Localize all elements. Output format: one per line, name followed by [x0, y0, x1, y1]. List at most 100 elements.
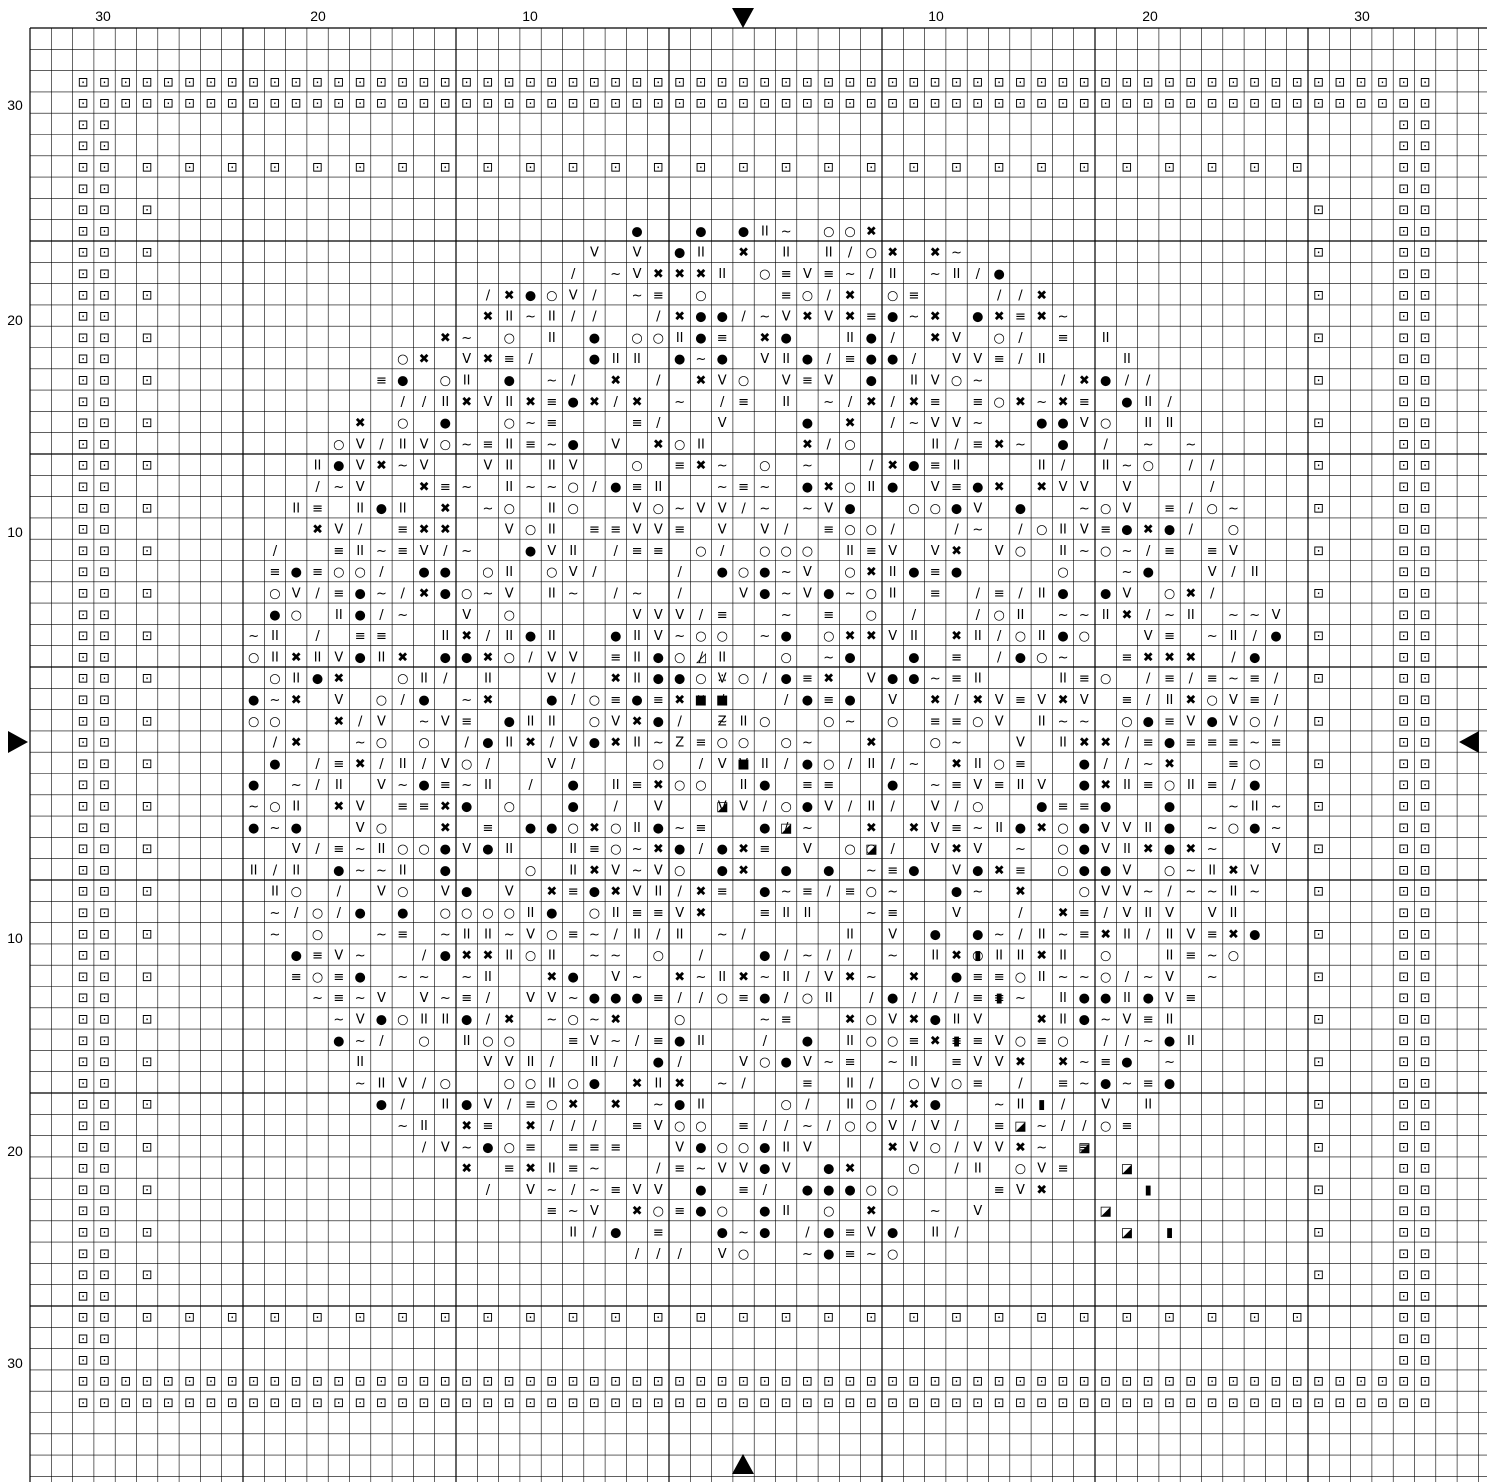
stitch-symbol: ○ — [844, 842, 855, 857]
stitch-symbol: ⊡ — [99, 139, 110, 154]
stitch-symbol: ~ — [1058, 714, 1069, 729]
stitch-symbol: V — [1122, 885, 1131, 900]
stitch-symbol: V — [888, 927, 897, 942]
stitch-symbol: V — [952, 906, 961, 921]
stitch-symbol: II — [271, 650, 279, 665]
stitch-symbol: ⊡ — [1271, 97, 1282, 112]
stitch-symbol: ⊡ — [78, 714, 89, 729]
stitch-symbol: ∴ — [654, 672, 662, 687]
stitch-symbol: ○ — [993, 608, 1004, 623]
stitch-symbol: V — [1059, 480, 1068, 495]
stitch-symbol: ~ — [397, 778, 408, 793]
stitch-symbol: ⊡ — [1100, 97, 1111, 112]
stitch-symbol: ⊡ — [312, 75, 323, 90]
stitch-symbol: ● — [1079, 757, 1090, 772]
stitch-symbol: ⊡ — [1398, 736, 1409, 751]
stitch-symbol: ~ — [1121, 544, 1132, 559]
stitch-symbol: II — [527, 906, 535, 921]
stitch-symbol: ≡ — [972, 395, 983, 410]
stitch-symbol: ⊡ — [397, 75, 408, 90]
stitch-symbol: ⊡ — [994, 1311, 1005, 1326]
stitch-symbol: ≡ — [1058, 1162, 1069, 1177]
stitch-symbol: / — [1125, 970, 1130, 985]
stitch-symbol: ~ — [1036, 395, 1047, 410]
stitch-symbol: ⊡ — [1420, 650, 1431, 665]
stitch-symbol: ✖ — [930, 246, 941, 261]
stitch-symbol: II — [378, 1076, 386, 1091]
stitch-symbol: ○ — [589, 693, 600, 708]
stitch-symbol: ● — [653, 650, 664, 665]
stitch-symbol: II — [505, 842, 513, 857]
stitch-symbol: ● — [695, 224, 706, 239]
stitch-symbol: ≡ — [632, 778, 643, 793]
stitch-symbol: ≡ — [781, 1012, 792, 1027]
stitch-symbol: ≡ — [845, 1247, 856, 1262]
stitch-symbol: ⊡ — [291, 75, 302, 90]
stitch-symbol: ⊡ — [397, 97, 408, 112]
stitch-symbol: II — [1166, 927, 1174, 942]
stitch-symbol: / — [656, 373, 661, 388]
stitch-symbol: II — [1166, 693, 1174, 708]
stitch-symbol: ⊡ — [227, 1396, 238, 1411]
stitch-symbol: II — [782, 970, 790, 985]
stitch-symbol: ⊡ — [142, 927, 153, 942]
stitch-symbol: ● — [759, 949, 770, 964]
stitch-symbol: ⊡ — [78, 459, 89, 474]
stitch-symbol: ≡ — [376, 373, 387, 388]
stitch-symbol: V — [569, 288, 578, 303]
stitch-symbol: V — [420, 437, 429, 452]
stitch-symbol: ○ — [844, 437, 855, 452]
stitch-symbol: II — [569, 1225, 577, 1240]
stitch-symbol: ⊡ — [78, 75, 89, 90]
stitch-symbol: V — [590, 1204, 599, 1219]
stitch-symbol: ⊡ — [1292, 1311, 1303, 1326]
stitch-symbol: V — [952, 416, 961, 431]
stitch-symbol: ⊡ — [1398, 416, 1409, 431]
stitch-symbol: ⊡ — [440, 160, 451, 175]
stitch-symbol: ● — [844, 650, 855, 665]
stitch-symbol: V — [526, 927, 535, 942]
stitch-symbol: ⊡ — [1420, 714, 1431, 729]
stitch-symbol: ≡ — [1164, 544, 1175, 559]
stitch-symbol: ~ — [994, 927, 1005, 942]
stitch-symbol: ⊡ — [419, 1396, 430, 1411]
stitch-symbol: ⊡ — [738, 1396, 749, 1411]
stitch-symbol: ⊡ — [1356, 1396, 1367, 1411]
stitch-symbol: ⊡ — [546, 97, 557, 112]
stitch-symbol: ○ — [780, 799, 791, 814]
stitch-symbol: ● — [461, 650, 472, 665]
stitch-symbol: ⊡ — [99, 927, 110, 942]
stitch-symbol: ⊡ — [1420, 395, 1431, 410]
stitch-symbol: ⊡ — [1164, 97, 1175, 112]
stitch-symbol: ⊡ — [99, 672, 110, 687]
stitch-symbol: ○ — [993, 757, 1004, 772]
stitch-symbol: ≡ — [376, 629, 387, 644]
stitch-symbol: ≡ — [1185, 949, 1196, 964]
stitch-symbol: ⊡ — [120, 97, 131, 112]
stitch-symbol: ⊡ — [78, 1183, 89, 1198]
stitch-symbol: V — [398, 1076, 407, 1091]
stitch-symbol: ● — [972, 310, 983, 325]
stitch-symbol: ● — [695, 331, 706, 346]
stitch-symbol: ⊡ — [1420, 1076, 1431, 1091]
stitch-symbol: ⊡ — [78, 927, 89, 942]
stitch-symbol: ⊡ — [887, 1396, 898, 1411]
stitch-symbol: ~ — [589, 949, 600, 964]
stitch-symbol: ⊡ — [99, 1375, 110, 1390]
stitch-symbol: V — [1272, 608, 1281, 623]
stitch-symbol: II — [335, 608, 343, 623]
stitch-symbol: ≡ — [1058, 799, 1069, 814]
stitch-symbol: / — [656, 1162, 661, 1177]
stitch-symbol: ○ — [312, 906, 323, 921]
stitch-symbol: ~ — [1207, 970, 1218, 985]
stitch-symbol: ≡ — [866, 544, 877, 559]
stitch-symbol: ⊡ — [823, 1375, 834, 1390]
stitch-symbol: ○ — [866, 1034, 877, 1049]
stitch-symbol: ✖ — [589, 863, 600, 878]
stitch-symbol: ≡ — [291, 970, 302, 985]
stitch-symbol: ⊡ — [1420, 331, 1431, 346]
stitch-symbol: ≡ — [951, 778, 962, 793]
stitch-symbol: / — [379, 1034, 384, 1049]
stitch-symbol: ⊡ — [142, 203, 153, 218]
stitch-symbol: ⊡ — [1420, 437, 1431, 452]
